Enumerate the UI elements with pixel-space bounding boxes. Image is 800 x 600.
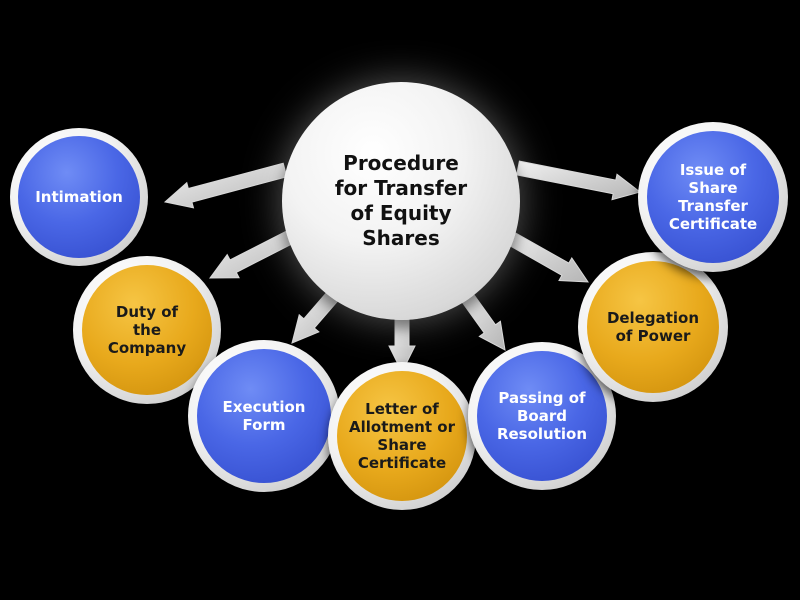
node-intimation-label: Intimation	[35, 188, 123, 206]
node-letter-label: Letter of Allotment or Share Certificate	[349, 400, 455, 472]
node-delegation-of-power: Delegation of Power	[578, 252, 728, 402]
node-letter-of-allotment: Letter of Allotment or Share Certificate	[328, 362, 476, 510]
node-issue-label: Issue of Share Transfer Certificate	[668, 161, 758, 233]
node-duty-label: Duty of the Company	[107, 303, 187, 357]
center-hub: Procedure for Transfer of Equity Shares	[282, 82, 520, 320]
arrow-to-intimation	[163, 162, 288, 209]
arrow-to-delegation	[500, 228, 589, 283]
node-issue-of-share-transfer-certificate: Issue of Share Transfer Certificate	[638, 122, 788, 272]
arrow-to-issue	[516, 160, 642, 201]
node-passing-label: Passing of Board Resolution	[496, 389, 588, 443]
node-delegation-label: Delegation of Power	[606, 309, 700, 345]
node-execution-label: Execution Form	[222, 398, 306, 434]
node-passing-of-board-resolution: Passing of Board Resolution	[468, 342, 616, 490]
center-title: Procedure for Transfer of Equity Shares	[334, 151, 468, 250]
node-execution-form: Execution Form	[188, 340, 340, 492]
node-intimation: Intimation	[10, 128, 148, 266]
arrow-to-letter	[388, 317, 416, 374]
